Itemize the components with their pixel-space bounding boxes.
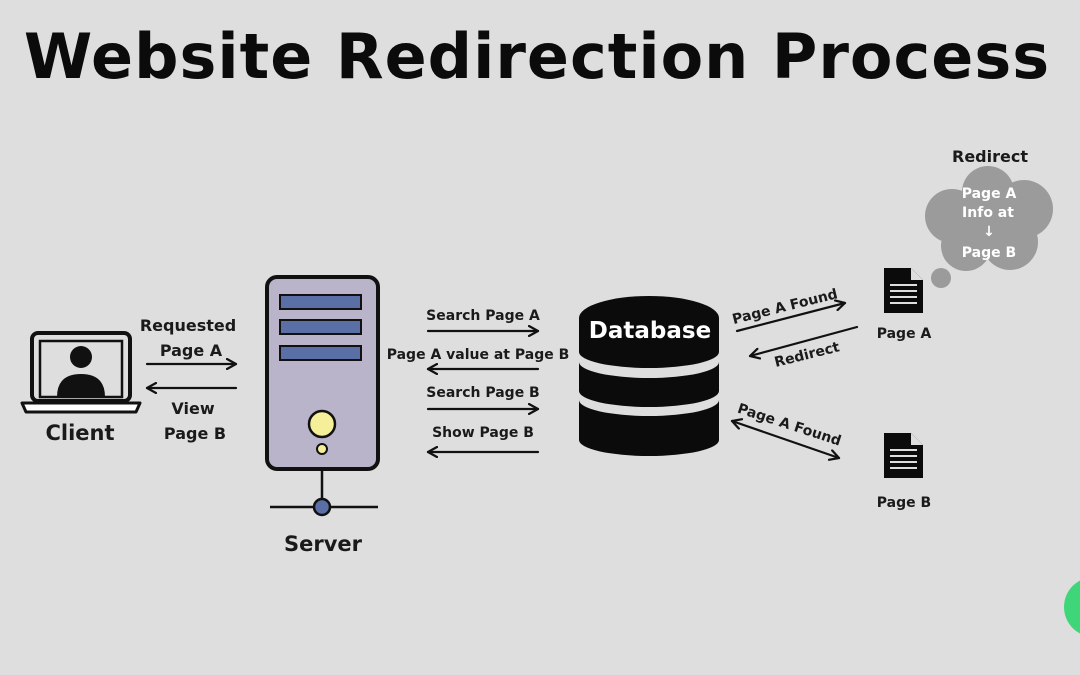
- client-label: Client: [45, 421, 114, 445]
- value-at-page-b-label: Page A value at Page B: [387, 347, 570, 363]
- corner-badge[interactable]: [1064, 577, 1080, 637]
- database-icon: [579, 296, 719, 456]
- view-label-line2: Page B: [164, 424, 226, 443]
- thought-cloud-icon: [925, 166, 1053, 288]
- page-b-label: Page B: [877, 495, 931, 511]
- document-icon: [884, 268, 923, 313]
- show-page-b-label: Show Page B: [432, 425, 534, 441]
- page-a-label: Page A: [877, 326, 932, 342]
- redirect-note-arrow: ↓: [983, 224, 995, 240]
- redirect-note-line2: Info at: [962, 205, 1014, 221]
- redirect-note-line3: Page B: [962, 245, 1016, 261]
- page-b-found-arrow: [730, 421, 841, 458]
- redirect-arrow-label: Redirect: [773, 339, 842, 371]
- search-page-b-label: Search Page B: [426, 385, 539, 401]
- request-label-line2: Page A: [160, 341, 223, 360]
- redirect-note-line1: Page A: [962, 186, 1017, 202]
- page-a-found-label: Page A Found: [731, 286, 840, 328]
- redirect-note-heading: Redirect: [952, 147, 1028, 166]
- view-label-line1: View: [171, 399, 214, 418]
- page-title: Website Redirection Process: [24, 20, 1050, 93]
- document-icon: [884, 433, 923, 478]
- database-label: Database: [589, 318, 711, 344]
- request-label-line1: Requested: [140, 316, 236, 335]
- page-b-found-label: Page A Found: [735, 401, 843, 450]
- search-page-a-label: Search Page A: [426, 308, 540, 324]
- page-a-found-arrow: [735, 303, 847, 333]
- server-label: Server: [284, 532, 363, 556]
- server-tower-icon: [265, 275, 380, 517]
- redirect-arrow: [748, 325, 859, 356]
- laptop-user-icon: [20, 331, 142, 414]
